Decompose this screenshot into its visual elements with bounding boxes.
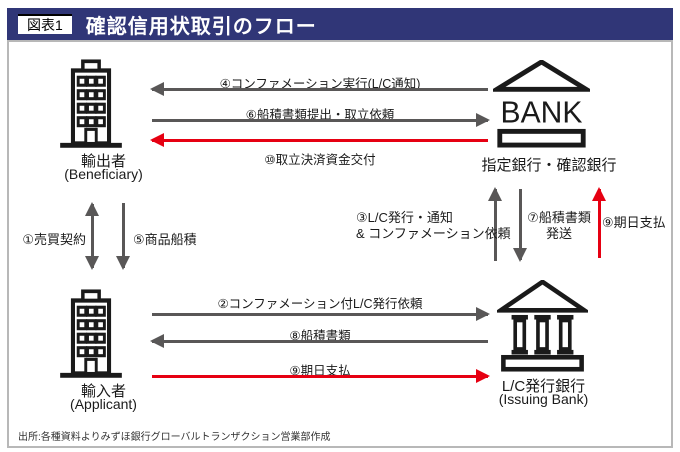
classical-bank-icon — [497, 280, 588, 372]
source-note: 出所:各種資料よりみずほ銀行グローバルトランザクション営業部作成 — [18, 432, 331, 443]
flow5-arrow-down-gray — [116, 201, 130, 270]
flow3-label-line2: & コンファメーション依頼 — [356, 226, 511, 241]
issuing-bank-name: L/C発行銀行 — [501, 378, 586, 395]
flow7-label-line1: ⑦船積書類 — [527, 210, 591, 225]
flow7-arrow-down-gray — [513, 187, 527, 262]
flow6-arrow-right-gray — [150, 113, 490, 127]
importer-subname: (Applicant) — [70, 396, 137, 412]
exporter-subname: (Beneficiary) — [64, 166, 143, 182]
office-building-icon — [60, 289, 122, 378]
flow9-arrow-right-red — [150, 369, 490, 383]
flow1-arrow-bidirectional-gray — [85, 202, 99, 270]
flow8-arrow-left-gray — [150, 334, 490, 348]
flow7-label-line2: 発送 — [545, 226, 572, 241]
figure-title: 確認信用状取引のフロー — [85, 15, 317, 38]
flow7-label: ⑦船積書類 発送 — [524, 210, 594, 242]
diagram-frame — [7, 40, 673, 448]
confirming-bank-name: 指定銀行・確認銀行 — [481, 157, 617, 174]
bank-building-icon: BANK — [493, 60, 590, 148]
flow10-arrow-left-red — [150, 133, 490, 147]
flow5-label: ⑤商品船積 — [133, 232, 197, 247]
title-bar: 図表1 確認信用状取引のフロー — [7, 8, 673, 40]
office-building-icon — [60, 59, 122, 148]
exporter-name: 輸出者 — [80, 153, 126, 170]
importer-name: 輸入者 — [80, 383, 126, 400]
flow1-label: ①売買契約 — [22, 232, 86, 247]
flow2-label: ②コンファメーション付L/C発行依頼 — [217, 297, 423, 311]
flow3-arrow-up-gray — [488, 187, 502, 263]
bank-icon-text: BANK — [501, 96, 583, 129]
flow10-label: ⑩取立決済資金交付 — [264, 153, 376, 167]
flow4-arrow-left-gray — [150, 82, 490, 96]
flow3-label-line1: ③L/C発行・通知 — [356, 210, 453, 225]
issuing-bank-subname: (Issuing Bank) — [498, 391, 589, 407]
flow9-right-label: ⑨期日支払 — [602, 215, 666, 230]
flow3-label: ③L/C発行・通知 & コンファメーション依頼 — [356, 210, 511, 242]
flow9-arrow-up-red — [592, 187, 606, 260]
figure-number-tag: 図表1 — [18, 14, 72, 34]
flow2-arrow-right-gray — [150, 307, 490, 321]
